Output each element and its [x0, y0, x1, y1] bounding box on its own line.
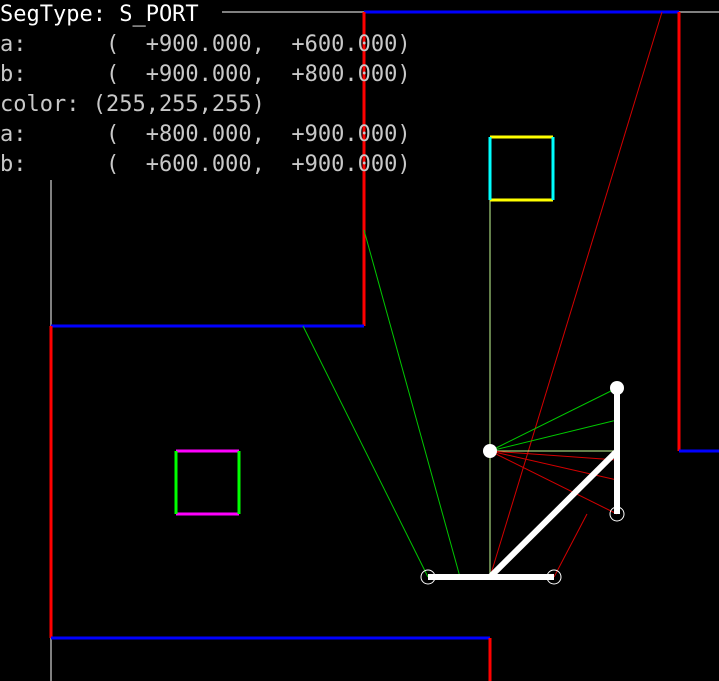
vertex-mid [483, 444, 497, 458]
ray-green-1 [302, 325, 429, 578]
info-line: a: ( +900.000, +600.000) [0, 32, 411, 57]
thing-box-cyan-yellow[interactable] [488, 135, 555, 202]
info-line: a: ( +800.000, +900.000) [0, 122, 411, 147]
ray-green-2 [363, 229, 461, 578]
vertex-bottom-right [546, 569, 562, 585]
ray-red-fan-3 [489, 450, 618, 461]
visibility-rays [302, 11, 663, 578]
ray-green-fan-1 [489, 387, 618, 452]
thing-box-green-magenta[interactable] [174, 449, 241, 516]
selected-segments[interactable] [428, 388, 620, 580]
info-line: color: (255,255,255) [0, 92, 265, 117]
segment-diagonal [487, 448, 620, 580]
ray-red-short [553, 513, 588, 578]
ray-red-fan-2 [489, 450, 618, 515]
vertex-top [610, 381, 624, 395]
ray-red-long [489, 11, 663, 578]
segtype-label: SegType: S_PORT [0, 0, 201, 30]
vertex-markers[interactable] [420, 381, 625, 585]
map-walls [49, 10, 719, 681]
info-line: b: ( +900.000, +800.000) [0, 62, 411, 87]
ray-green-fan-2 [489, 419, 618, 452]
vertex-bottom-left [420, 569, 436, 585]
vertex-right-bottom [609, 506, 625, 522]
info-line: b: ( +600.000, +900.000) [0, 152, 411, 177]
